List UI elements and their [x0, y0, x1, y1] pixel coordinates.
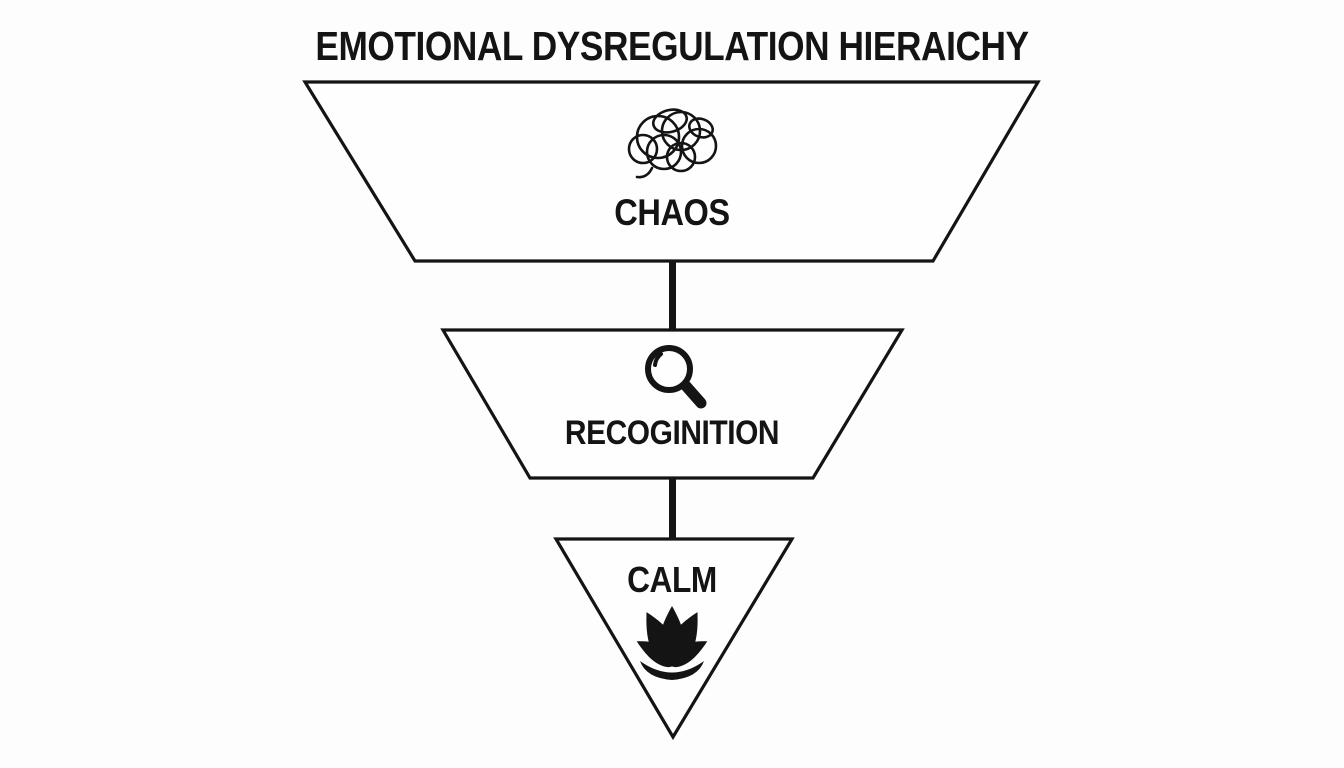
chaos-label: CHAOS: [614, 192, 730, 233]
tangled-scribble-icon: [627, 108, 718, 179]
magnifier-icon: [645, 345, 707, 409]
lotus-icon: [636, 606, 708, 680]
recognition-label: RECOGINITION: [564, 414, 780, 452]
chaos-trapezoid-shape: [302, 80, 1041, 263]
diagram-title: EMOTIONAL DYSREGULATION HIERAICHY: [315, 23, 1029, 69]
calm-label: CALM: [627, 559, 717, 600]
recognition-trapezoid-shape: [440, 328, 905, 480]
